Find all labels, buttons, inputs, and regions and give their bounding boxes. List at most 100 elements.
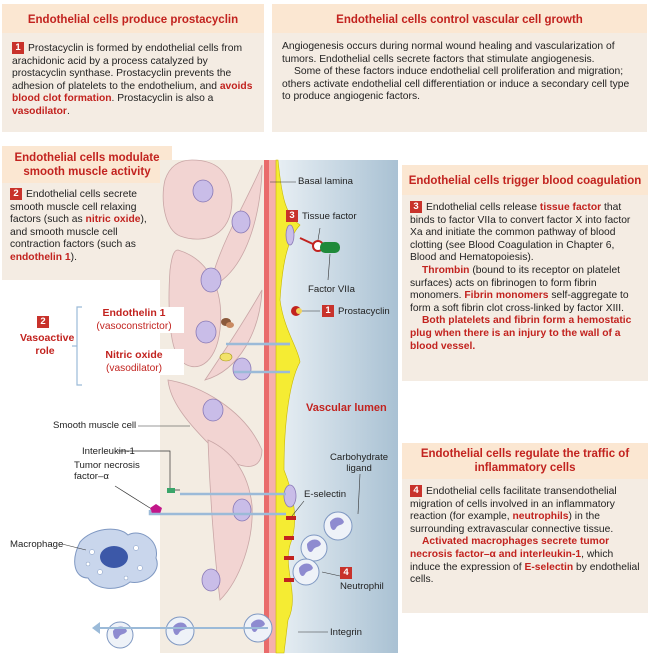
step-badge: 3 [286, 210, 298, 222]
tissue-factor-label: 3 Tissue factor [286, 210, 357, 222]
text-run: Prostacyclin [338, 306, 390, 317]
text-run-highlight: tissue factor [539, 202, 602, 213]
tissue-factor-stalk [299, 237, 314, 245]
smooth-muscle-cell [167, 379, 263, 467]
prostacyclin-panel-title: Endothelial cells produce prostacyclin [2, 4, 264, 33]
tnf-label: Tumor necrosis factor–α [74, 460, 140, 482]
smooth-muscle-cell [204, 289, 263, 381]
nucleus [285, 224, 295, 246]
text-run: Endothelial cells facilitate transendoth… [410, 486, 617, 523]
e-selectin [284, 536, 294, 540]
text-run: Prostacyclin is formed by endothelial ce… [12, 43, 243, 92]
step-badge: 3 [410, 201, 422, 213]
leader-line [291, 500, 305, 517]
basal-lamina [264, 160, 269, 653]
step-badge: 1 [12, 42, 24, 54]
smooth-muscle-panel: Endothelial cells modulate smooth muscle… [2, 146, 172, 280]
endothelial-nuclei [283, 224, 297, 508]
text-run: ) in the surrounding extravascular conne… [410, 511, 614, 535]
migration-arrowhead [92, 622, 100, 634]
basal-lamina-label: Basal lamina [298, 176, 353, 187]
macrophage-label: Macrophage [10, 539, 64, 550]
granule [85, 561, 91, 567]
smooth-muscle-cell-label: Smooth muscle cell [53, 420, 137, 431]
text-run: that binds to factor VIIa to convert fac… [410, 202, 631, 264]
traffic-panel: Endothelial cells regulate the traffic o… [402, 443, 648, 613]
text-run-highlight: Both platelets and fibrin form a hemosta… [410, 315, 632, 352]
interleukin-molecule [167, 488, 175, 493]
tnf-line-1: Tumor necrosis [74, 460, 140, 471]
leader-line [61, 543, 87, 551]
endothelin-molecule-b [226, 322, 234, 328]
nucleus [200, 267, 222, 293]
nucleus [202, 398, 224, 422]
text-run-highlight: Thrombin [422, 264, 470, 276]
endothelin-name: Endothelin 1 [102, 307, 166, 319]
granule [89, 549, 95, 555]
text-run: . [66, 105, 70, 117]
nitric-oxide-role: (vasodilator) [105, 363, 163, 374]
nitric-oxide-molecule [219, 352, 233, 362]
cytokine-arrow-connector [148, 510, 160, 516]
leader-line [317, 227, 321, 241]
smooth-muscle-panel-title: Endothelial cells modulate smooth muscle… [2, 146, 172, 183]
macrophage-nucleus [100, 546, 128, 568]
neutrophil-nucleus [299, 563, 313, 576]
smooth-muscle-cells [162, 159, 263, 601]
coagulation-paragraph-2: Thrombin (bound to its receptor on plate… [410, 265, 640, 315]
text-run-highlight: neutrophils [512, 511, 569, 523]
text-run: by endothelial cells. [410, 561, 640, 586]
tnf-line-2: factor–α [74, 471, 109, 482]
text-run: , which induce the expression of [410, 548, 614, 573]
endothelin-label: Endothelin 1 (vasoconstrictor) [84, 307, 184, 333]
text-run: (bound to its receptor on platelet surfa… [410, 264, 621, 302]
vasoactive-badge: 2 Vasoactive role [20, 312, 74, 358]
smooth-muscle-cell [207, 439, 253, 601]
text-run: Tissue factor [302, 211, 357, 222]
text-run: Endothelial cells secrete smooth muscle … [10, 189, 138, 226]
leader-line [357, 473, 361, 515]
endothelium-edge [269, 160, 276, 653]
neutrophil-name: Neutrophil [340, 581, 384, 592]
neutrophil-nucleus [113, 626, 127, 639]
text-run: Endothelial cells release [426, 202, 540, 213]
step-badge: 2 [37, 316, 49, 328]
growth-panel-title: Endothelial cells control vascular cell … [272, 4, 647, 33]
e-selectin [286, 516, 296, 520]
interleukin-label: Interleukin-1 [82, 446, 135, 457]
text-run-highlight: vasodilator [12, 105, 67, 117]
nucleus [232, 498, 252, 522]
step-badge: 4 [410, 485, 422, 497]
prostacyclin-panel: Endothelial cells produce prostacyclin 1… [2, 4, 264, 132]
nucleus [231, 210, 251, 234]
text-run-highlight: E-selectin [524, 561, 574, 573]
leader-line [321, 571, 341, 577]
growth-paragraph-1: Angiogenesis occurs during normal wound … [282, 41, 615, 65]
endothelin-role: (vasoconstrictor) [96, 321, 172, 332]
coagulation-panel: Endothelial cells trigger blood coagulat… [402, 165, 648, 381]
step-badge: 4 [340, 567, 352, 579]
granule [137, 565, 143, 571]
text-run-highlight: Activated macrophages secrete tumor necr… [410, 536, 610, 560]
factor-viia-label: Factor VIIa [308, 284, 355, 295]
nucleus [201, 568, 221, 592]
growth-paragraph-2: Some of these factors induce endothelial… [282, 66, 637, 104]
text-run: self-aggregate to form a soft fibrin clo… [410, 290, 629, 314]
granule [123, 575, 129, 581]
neutrophil-nucleus [307, 539, 321, 552]
leader-line [114, 485, 151, 509]
text-run: ). [70, 251, 77, 263]
carbohydrate-line-2: ligand [346, 463, 372, 474]
prostacyclin-molecule-core [296, 308, 302, 314]
text-run-highlight: nitric oxide [85, 214, 141, 226]
leader-line [327, 253, 331, 281]
prostacyclin-label: 1 Prostacyclin [322, 305, 390, 317]
step-badge: 1 [322, 305, 334, 317]
neutrophil-nucleus [330, 517, 344, 530]
neutrophils [292, 511, 353, 586]
text-run: . Prostacyclin is also a [111, 93, 214, 105]
text-run-highlight: Fibrin monomers [464, 290, 549, 302]
carbohydrate-ligand-label: Carbohydrate ligand [330, 452, 388, 474]
